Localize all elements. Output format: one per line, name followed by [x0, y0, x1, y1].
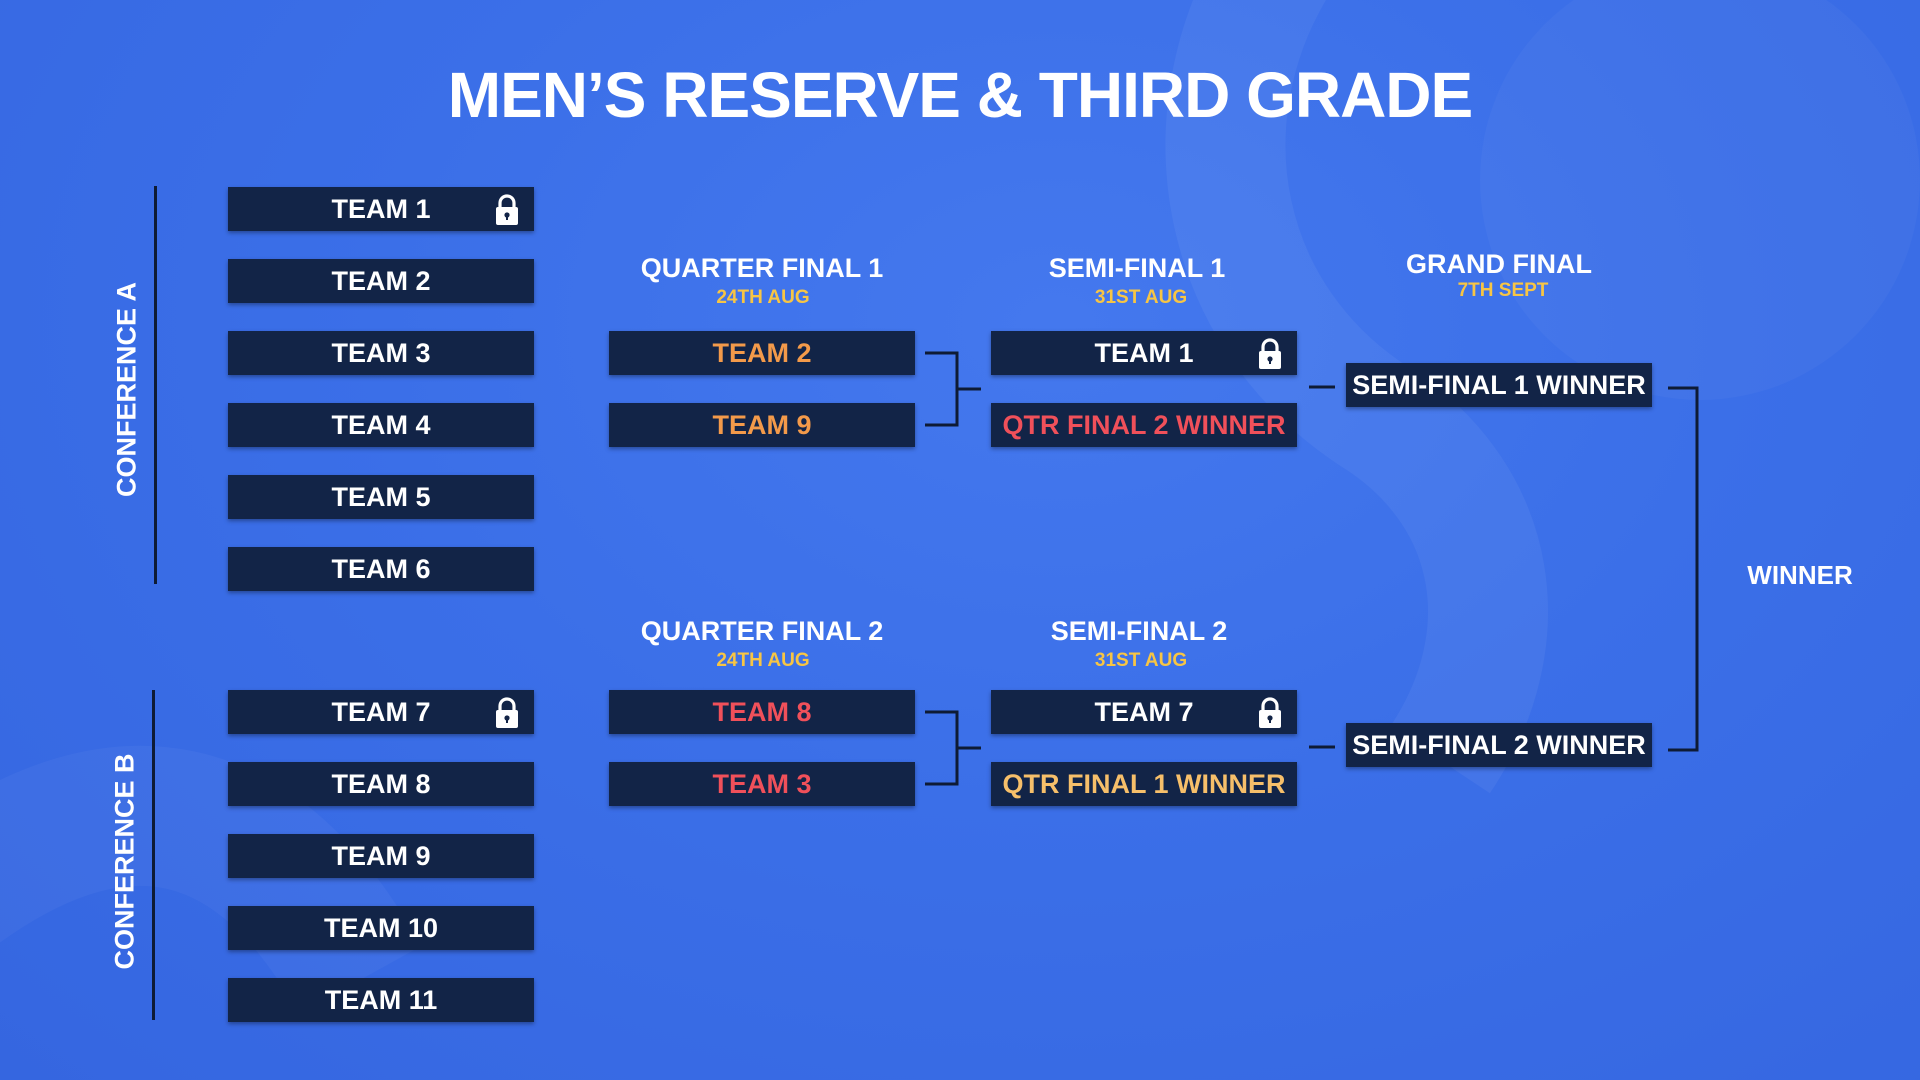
quarter-final-2-title: QUARTER FINAL 2	[640, 616, 884, 646]
team-name: QTR FINAL 1 WINNER	[1002, 768, 1286, 799]
team-slot[interactable]: TEAM 10	[228, 906, 534, 950]
sf2-slot[interactable]: QTR FINAL 1 WINNER	[991, 762, 1297, 806]
team-slot[interactable]: TEAM 4	[228, 403, 534, 447]
team-name: TEAM 11	[324, 984, 438, 1015]
team-name: SEMI-FINAL 2 WINNER	[1352, 729, 1646, 760]
team-slot[interactable]: TEAM 1	[228, 187, 534, 231]
semi-final-2-date: 31ST AUG	[1094, 650, 1188, 671]
conference-a-divider	[154, 186, 157, 584]
team-name: TEAM 9	[331, 840, 431, 871]
team-name: TEAM 1	[1094, 337, 1194, 368]
semi-final-1-title: SEMI-FINAL 1	[1048, 253, 1226, 283]
team-name: TEAM 4	[331, 409, 431, 440]
team-name: TEAM 9	[712, 409, 812, 440]
team-name: TEAM 7	[331, 696, 431, 727]
conference-b-divider	[152, 690, 155, 1020]
team-slot[interactable]: TEAM 2	[228, 259, 534, 303]
team-name: TEAM 2	[331, 265, 431, 296]
lock-icon	[1259, 338, 1281, 369]
team-slot[interactable]: TEAM 8	[228, 762, 534, 806]
gf-connector	[1668, 386, 1699, 752]
qf2-slot[interactable]: TEAM 3	[609, 762, 915, 806]
conference-a-label: CONFERENCE A	[111, 282, 142, 498]
semi-final-2-title: SEMI-FINAL 2	[1050, 616, 1228, 646]
lock-icon	[496, 697, 518, 728]
sf1-slot[interactable]: TEAM 1	[991, 331, 1297, 375]
team-name: SEMI-FINAL 1 WINNER	[1352, 369, 1646, 400]
qf1-connector	[925, 351, 981, 427]
team-name: TEAM 3	[331, 337, 431, 368]
winner-label: WINNER	[1747, 560, 1853, 590]
conference-b-label: CONFERENCE B	[109, 753, 140, 970]
lock-icon	[1259, 697, 1281, 728]
sf2-slot[interactable]: TEAM 7	[991, 690, 1297, 734]
team-name: TEAM 3	[712, 768, 812, 799]
sf1-slot[interactable]: QTR FINAL 2 WINNER	[991, 403, 1297, 447]
gf-slot[interactable]: SEMI-FINAL 2 WINNER	[1346, 723, 1652, 767]
team-name: QTR FINAL 2 WINNER	[1002, 409, 1286, 440]
lock-icon	[496, 194, 518, 225]
page-title: MEN’S RESERVE & THIRD GRADE	[447, 59, 1473, 131]
qf1-slot[interactable]: TEAM 2	[609, 331, 915, 375]
team-name: TEAM 6	[331, 553, 431, 584]
qf2-connector	[925, 710, 981, 786]
quarter-final-1-title: QUARTER FINAL 1	[640, 253, 884, 283]
qf1-slot[interactable]: TEAM 9	[609, 403, 915, 447]
quarter-final-2-date: 24TH AUG	[716, 650, 810, 671]
team-slot[interactable]: TEAM 7	[228, 690, 534, 734]
team-name: TEAM 10	[323, 912, 439, 943]
grand-final-title: GRAND FINAL	[1406, 249, 1592, 279]
team-slot[interactable]: TEAM 11	[228, 978, 534, 1022]
team-name: TEAM 5	[331, 481, 431, 512]
team-name: TEAM 1	[331, 193, 431, 224]
team-name: TEAM 2	[712, 337, 812, 368]
quarter-final-1-date: 24TH AUG	[716, 287, 810, 308]
team-slot[interactable]: TEAM 5	[228, 475, 534, 519]
qf2-slot[interactable]: TEAM 8	[609, 690, 915, 734]
team-slot[interactable]: TEAM 6	[228, 547, 534, 591]
grand-final-date: 7TH SEPT	[1457, 280, 1549, 301]
team-slot[interactable]: TEAM 9	[228, 834, 534, 878]
team-name: TEAM 8	[331, 768, 431, 799]
team-name: TEAM 7	[1094, 696, 1194, 727]
gf-slot[interactable]: SEMI-FINAL 1 WINNER	[1346, 363, 1652, 407]
team-slot[interactable]: TEAM 3	[228, 331, 534, 375]
team-name: TEAM 8	[712, 696, 812, 727]
semi-final-1-date: 31ST AUG	[1094, 287, 1188, 308]
